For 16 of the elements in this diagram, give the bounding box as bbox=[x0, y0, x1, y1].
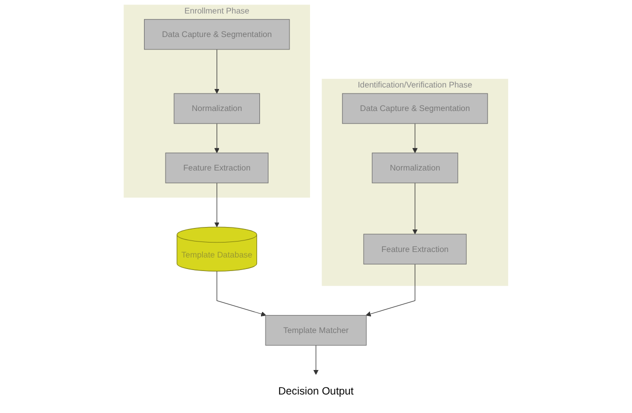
node-box: Data Capture & Segmentation bbox=[144, 19, 290, 50]
node-box: Data Capture & Segmentation bbox=[342, 93, 488, 124]
arrow bbox=[214, 182, 220, 228]
node-box: Feature Extraction bbox=[165, 152, 269, 184]
arrow bbox=[216, 270, 266, 316]
node-text: Decision Output bbox=[278, 385, 354, 398]
arrow bbox=[214, 123, 220, 154]
arrow bbox=[214, 49, 220, 94]
arrow bbox=[313, 345, 319, 375]
node-box: Normalization bbox=[372, 152, 458, 184]
node-box: Template Matcher bbox=[265, 315, 367, 346]
arrow bbox=[366, 264, 416, 316]
arrow bbox=[412, 123, 418, 154]
arrow bbox=[412, 182, 418, 234]
node-box: Feature Extraction bbox=[363, 234, 467, 264]
node-box: Normalization bbox=[174, 93, 260, 124]
